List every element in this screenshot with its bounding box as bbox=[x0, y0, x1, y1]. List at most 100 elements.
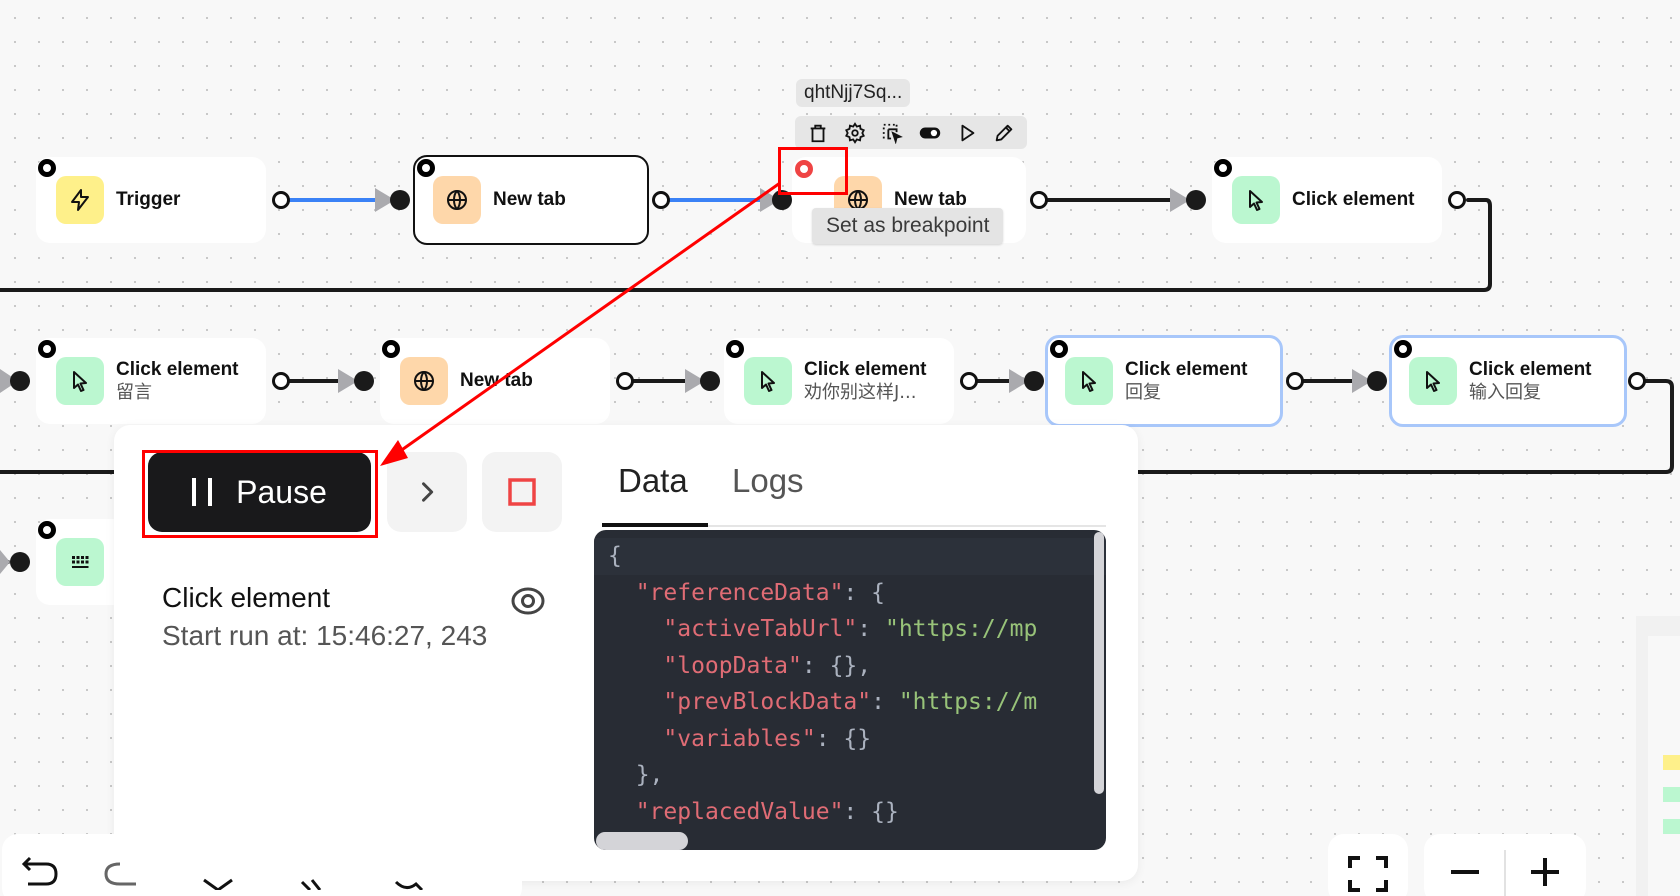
json-punct: : bbox=[871, 689, 899, 715]
minimap-node bbox=[1663, 787, 1680, 802]
undo-icon[interactable] bbox=[20, 850, 60, 890]
active-tab-indicator bbox=[602, 523, 708, 527]
json-punct: }, bbox=[635, 762, 664, 788]
json-punct: : {} bbox=[815, 725, 872, 752]
tab-data[interactable]: Data bbox=[618, 462, 688, 499]
breakpoint-handle[interactable] bbox=[1050, 340, 1068, 358]
toggle-icon[interactable] bbox=[917, 120, 943, 146]
node-click-element[interactable]: Click element bbox=[1212, 157, 1442, 243]
zoom-separator bbox=[1504, 850, 1506, 896]
zoom-controls bbox=[1424, 834, 1586, 896]
pause-button[interactable]: Pause bbox=[148, 452, 371, 532]
breakpoint-handle[interactable] bbox=[1214, 159, 1232, 177]
code-line: "prevBlockData": "https://m bbox=[594, 684, 1106, 721]
bottom-toolbar bbox=[2, 834, 522, 896]
output-port[interactable] bbox=[1448, 191, 1466, 209]
breakpoint-handle[interactable] bbox=[1394, 340, 1412, 358]
zoom-out-button[interactable] bbox=[1440, 850, 1490, 894]
keyboard-icon bbox=[56, 538, 104, 586]
tab-logs[interactable]: Logs bbox=[732, 462, 804, 499]
run-icon[interactable] bbox=[954, 120, 980, 146]
next-step-button[interactable] bbox=[387, 452, 467, 532]
delete-icon[interactable] bbox=[805, 120, 831, 146]
download-icon[interactable] bbox=[198, 850, 238, 890]
breakpoint-handle[interactable] bbox=[38, 159, 56, 177]
lightning-icon bbox=[56, 176, 104, 224]
node-new-tab-2[interactable]: New tab bbox=[380, 338, 610, 424]
json-viewer[interactable]: { "referenceData": { "activeTabUrl": "ht… bbox=[594, 530, 1106, 850]
json-key: "replacedValue" bbox=[635, 798, 844, 825]
input-port[interactable] bbox=[1024, 371, 1044, 391]
chevron-right-icon bbox=[422, 482, 434, 502]
input-port[interactable] bbox=[10, 552, 30, 572]
output-port[interactable] bbox=[1030, 191, 1048, 209]
output-port[interactable] bbox=[272, 191, 290, 209]
node-click-element-input-reply[interactable]: Click element 输入回复 bbox=[1389, 335, 1627, 427]
input-port[interactable] bbox=[390, 190, 410, 210]
node-subtitle: 输入回复 bbox=[1469, 381, 1541, 403]
cursor-icon bbox=[1409, 357, 1457, 405]
redo-icon[interactable] bbox=[102, 850, 142, 890]
stop-icon bbox=[508, 478, 536, 506]
select-icon[interactable] bbox=[298, 850, 338, 890]
json-key: "activeTabUrl" bbox=[663, 616, 858, 642]
input-port[interactable] bbox=[700, 371, 720, 391]
breakpoint-handle[interactable] bbox=[726, 340, 744, 358]
zoom-in-button[interactable] bbox=[1520, 850, 1570, 894]
settings-icon[interactable] bbox=[842, 120, 868, 146]
cursor-icon bbox=[56, 357, 104, 405]
globe-icon bbox=[400, 357, 448, 405]
input-port[interactable] bbox=[1186, 190, 1206, 210]
vertical-scrollbar[interactable] bbox=[1094, 532, 1104, 794]
cursor-icon bbox=[1232, 176, 1280, 224]
output-port[interactable] bbox=[616, 372, 634, 390]
node-title: Click element bbox=[804, 358, 927, 380]
code-line: }, bbox=[594, 757, 1106, 794]
node-title: Click element bbox=[1292, 188, 1415, 210]
stop-button[interactable] bbox=[482, 452, 562, 532]
code-line: "variables": {} bbox=[594, 721, 1106, 758]
json-key: "referenceData" bbox=[635, 579, 844, 606]
zoom-in-icon bbox=[1531, 858, 1559, 886]
output-port[interactable] bbox=[272, 372, 290, 390]
select-element-icon[interactable] bbox=[879, 120, 905, 146]
breakpoint-handle[interactable] bbox=[382, 340, 400, 358]
breakpoint-handle[interactable] bbox=[38, 340, 56, 358]
edit-icon[interactable] bbox=[991, 120, 1017, 146]
horizontal-scrollbar[interactable] bbox=[596, 832, 688, 850]
output-port[interactable] bbox=[1628, 372, 1646, 390]
input-port[interactable] bbox=[10, 371, 30, 391]
json-punct: : bbox=[857, 616, 885, 642]
breakpoint-handle[interactable] bbox=[38, 521, 56, 539]
node-title: New tab bbox=[493, 188, 566, 210]
fit-view-button[interactable] bbox=[1328, 834, 1408, 896]
input-port[interactable] bbox=[354, 371, 374, 391]
input-port[interactable] bbox=[1367, 371, 1387, 391]
node-click-element-message[interactable]: Click element 留言 bbox=[36, 338, 266, 424]
breakpoint-tooltip: Set as breakpoint bbox=[812, 208, 1004, 244]
current-step-title: Click element bbox=[162, 582, 331, 613]
output-port[interactable] bbox=[1286, 372, 1304, 390]
node-subtitle: 劝你别这样J... bbox=[804, 381, 917, 403]
output-port[interactable] bbox=[652, 191, 670, 209]
annotation-breakpoint-box bbox=[778, 147, 848, 195]
node-click-element-reply[interactable]: Click element 回复 bbox=[1045, 335, 1283, 427]
pause-icon bbox=[192, 478, 213, 506]
breakpoint-handle[interactable] bbox=[417, 159, 435, 177]
fit-view-icon bbox=[1348, 856, 1388, 892]
breakpoint-handle-active[interactable] bbox=[795, 160, 813, 178]
node-title: New tab bbox=[460, 369, 533, 391]
node-id-tag: qhtNjj7Sq... bbox=[796, 79, 911, 107]
eye-icon[interactable] bbox=[510, 583, 546, 619]
node-new-tab[interactable]: New tab bbox=[413, 155, 649, 245]
node-click-element-warning[interactable]: Click element 劝你别这样J... bbox=[724, 338, 954, 424]
output-port[interactable] bbox=[960, 372, 978, 390]
start-run-time: Start run at: 15:46:27, 243 bbox=[162, 620, 488, 651]
json-string: "https://mp bbox=[884, 616, 1038, 642]
node-trigger[interactable]: Trigger bbox=[36, 157, 266, 243]
node-title: Click element bbox=[1125, 358, 1248, 380]
node-title: New tab bbox=[894, 188, 967, 210]
code-line: "referenceData": { bbox=[594, 575, 1106, 612]
code-line: { bbox=[594, 538, 1106, 575]
search-icon[interactable] bbox=[392, 850, 432, 890]
